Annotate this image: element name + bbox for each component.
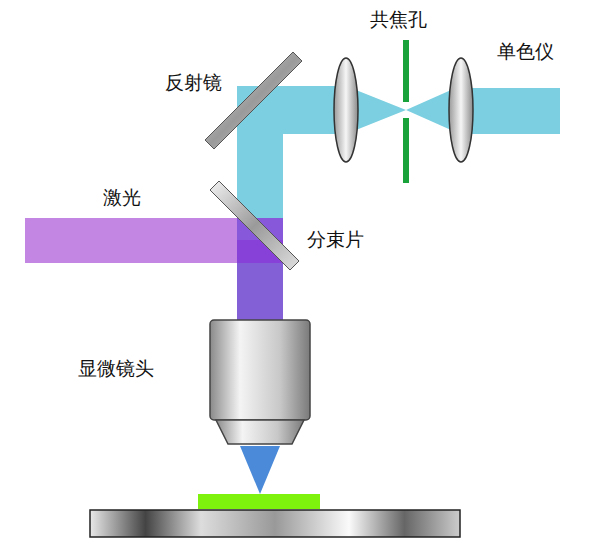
- pinhole-plate: [403, 40, 409, 102]
- mirror-label: 反射镜: [165, 71, 222, 94]
- objective: [210, 320, 310, 420]
- beam-splitter: [210, 181, 299, 270]
- splitter-label: 分束片: [307, 228, 364, 251]
- lens: [449, 58, 473, 162]
- focus-cone: [240, 446, 280, 494]
- laser-label: 激光: [103, 186, 141, 209]
- objective-tip: [216, 420, 304, 444]
- sample: [198, 494, 320, 509]
- pinhole-label: 共焦孔: [370, 8, 427, 31]
- laser-beam: [25, 218, 240, 263]
- lens: [334, 58, 358, 162]
- mirror: [205, 52, 302, 149]
- pinhole-plate: [403, 118, 409, 183]
- objective-label: 显微镜头: [78, 357, 154, 380]
- sample-stage: [90, 510, 460, 537]
- monochromator-label: 单色仪: [497, 40, 554, 63]
- signal-beam: [260, 86, 346, 134]
- output-beam: [460, 88, 560, 134]
